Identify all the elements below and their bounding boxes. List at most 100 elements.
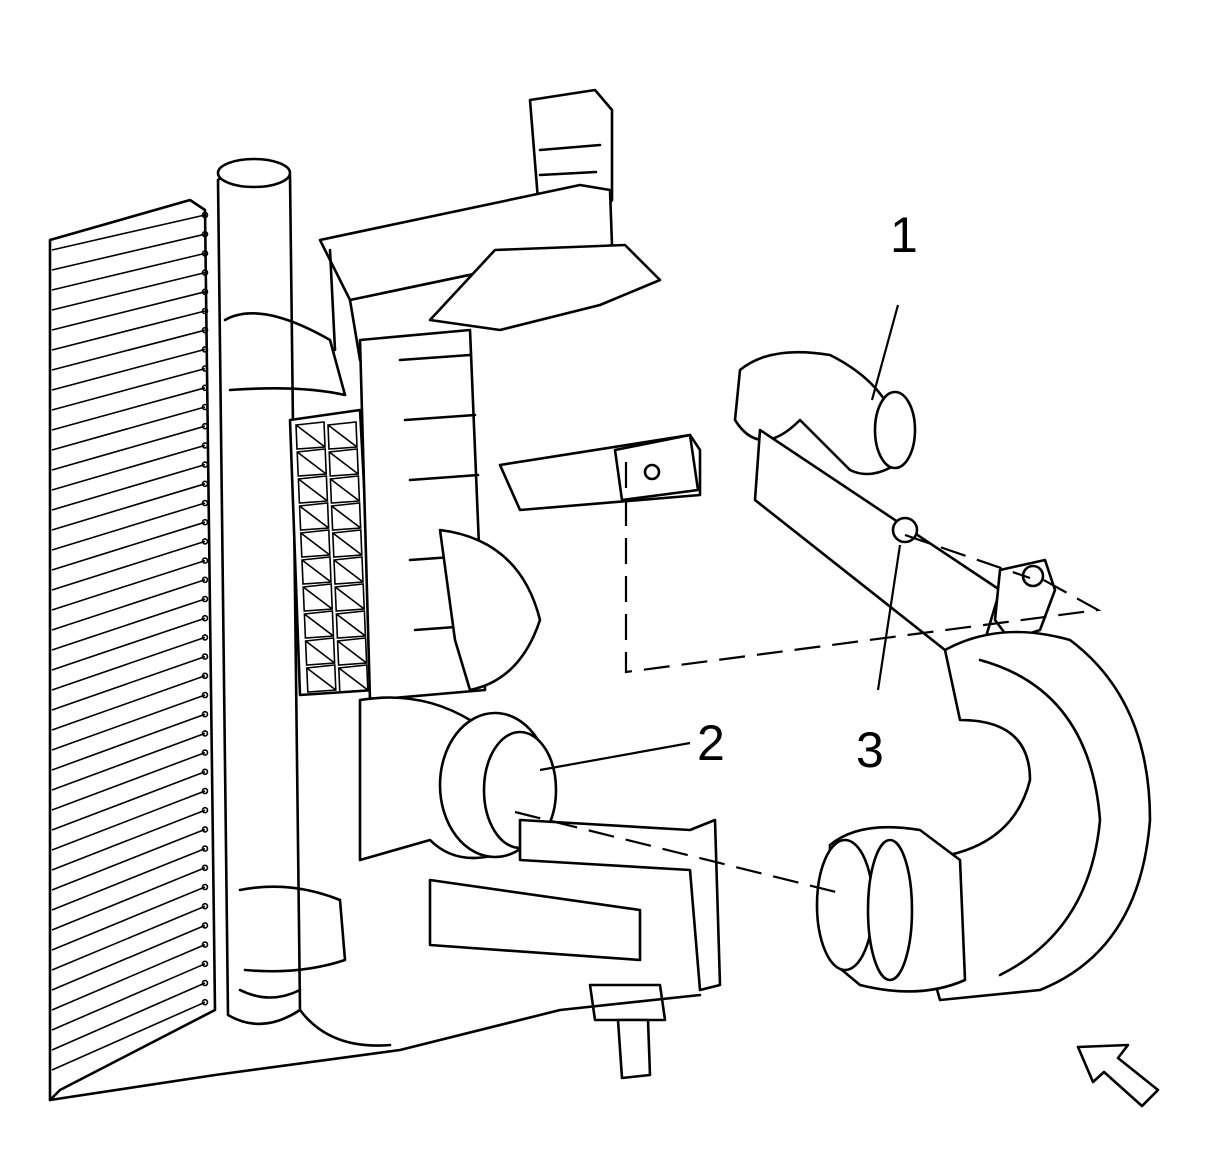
radiator-fin bbox=[51, 886, 206, 951]
coolant-hose bbox=[733, 350, 1057, 652]
radiator-fin bbox=[51, 751, 206, 811]
radiator-fin bbox=[51, 617, 206, 671]
fin-rivet bbox=[201, 998, 209, 1006]
fin-rivet bbox=[201, 269, 209, 276]
fin-rivet bbox=[201, 211, 209, 219]
fin-rivet bbox=[201, 499, 209, 507]
fin-rivet bbox=[201, 653, 209, 660]
shroud-grid bbox=[288, 328, 542, 702]
radiator-fin bbox=[51, 828, 206, 891]
radiator-fin bbox=[51, 963, 206, 1031]
fin-rivet bbox=[201, 845, 209, 852]
shroud-grid-cell bbox=[335, 610, 367, 639]
radiator-fin bbox=[51, 252, 206, 291]
radiator-fin bbox=[51, 694, 206, 751]
shroud-grid-cell bbox=[330, 502, 362, 531]
fin-rivet bbox=[201, 365, 209, 372]
fin-rivet bbox=[201, 902, 209, 910]
fin-rivet bbox=[201, 806, 209, 814]
fin-rivet bbox=[201, 384, 209, 392]
alignment-line-outlet bbox=[514, 810, 841, 895]
callout-1: 1 bbox=[890, 207, 918, 263]
fin-rivet bbox=[201, 442, 209, 449]
shroud-grid-cell bbox=[336, 637, 368, 666]
fin-rivet bbox=[201, 922, 209, 929]
radiator-fin bbox=[51, 847, 206, 911]
radiator-fin bbox=[51, 367, 206, 411]
radiator-fin bbox=[51, 732, 206, 791]
radiator-fin bbox=[51, 924, 206, 991]
shroud-grid-cell bbox=[331, 529, 363, 558]
radiator-fin bbox=[51, 502, 206, 551]
upper-bracket bbox=[318, 88, 662, 362]
radiator-fin bbox=[51, 598, 206, 651]
shroud-grid-cell bbox=[305, 664, 337, 693]
fin-rivet bbox=[201, 480, 209, 488]
radiator-fin bbox=[51, 905, 206, 971]
radiator-fin bbox=[51, 310, 206, 351]
radiator-fin bbox=[51, 329, 206, 371]
shroud-grid-cell bbox=[327, 421, 358, 450]
radiator-fin bbox=[51, 771, 206, 831]
fin-rivet bbox=[201, 307, 209, 315]
radiator-fin bbox=[51, 387, 206, 431]
leader-line-3 bbox=[876, 544, 902, 691]
radiator-fin bbox=[51, 943, 206, 1011]
radiator-fin bbox=[51, 982, 206, 1051]
radiator-fin bbox=[51, 463, 206, 511]
fin-rivet bbox=[201, 288, 209, 296]
radiator-fin bbox=[51, 271, 206, 311]
fin-rivet bbox=[201, 518, 209, 526]
fin-rivet bbox=[201, 672, 209, 680]
radiator-fin bbox=[51, 713, 206, 771]
radiator-fin bbox=[51, 675, 206, 731]
shroud-grid-cell bbox=[298, 502, 330, 531]
shroud-grid-cell bbox=[333, 556, 364, 585]
radiator-fin bbox=[51, 790, 206, 851]
shroud-grid-cell bbox=[301, 556, 332, 585]
radiator-fin bbox=[51, 636, 206, 691]
shroud-grid-cell bbox=[303, 610, 335, 639]
direction-arrow-icon bbox=[1076, 1043, 1160, 1108]
radiator-fin bbox=[51, 214, 206, 251]
radiator-fin bbox=[51, 444, 206, 491]
radiator-core bbox=[48, 198, 217, 1102]
callout-3: 3 bbox=[856, 722, 884, 778]
shroud-grid-cell bbox=[334, 583, 366, 612]
fin-rivet bbox=[201, 461, 209, 468]
radiator-fin bbox=[51, 655, 206, 711]
radiator-fin bbox=[51, 348, 206, 391]
callout-2: 2 bbox=[697, 715, 725, 771]
radiator-fin bbox=[51, 809, 206, 871]
shroud-grid-cell bbox=[302, 583, 334, 612]
radiator-fin bbox=[51, 233, 206, 271]
radiator-fin bbox=[51, 483, 206, 531]
fin-rivet bbox=[201, 230, 209, 238]
fin-rivet bbox=[201, 979, 209, 987]
fin-rivet bbox=[201, 883, 209, 891]
radiator-fin bbox=[51, 1001, 206, 1071]
shroud-grid-cell bbox=[297, 475, 329, 504]
shroud-grid-cell bbox=[295, 421, 326, 450]
lower-frame bbox=[48, 818, 722, 1102]
fin-rivet bbox=[201, 787, 209, 795]
fin-rivet bbox=[201, 346, 209, 353]
fin-rivet bbox=[201, 614, 209, 622]
fin-rivet bbox=[201, 538, 209, 545]
shroud-grid-cell bbox=[299, 529, 331, 558]
fin-rivet bbox=[201, 710, 209, 718]
shroud-grid-cell bbox=[329, 475, 361, 504]
shroud-grid-cell bbox=[304, 637, 336, 666]
radiator-fin bbox=[51, 867, 206, 931]
fin-rivet bbox=[201, 634, 209, 641]
fin-rivet bbox=[201, 768, 209, 776]
fin-rivet bbox=[201, 691, 209, 699]
coolant-hose-lower bbox=[815, 630, 1152, 1002]
fin-rivet bbox=[201, 749, 209, 756]
fin-rivet bbox=[201, 730, 209, 737]
leader-line-2 bbox=[539, 741, 691, 772]
fin-rivet bbox=[201, 826, 209, 833]
shroud-grid-cell bbox=[296, 448, 328, 477]
